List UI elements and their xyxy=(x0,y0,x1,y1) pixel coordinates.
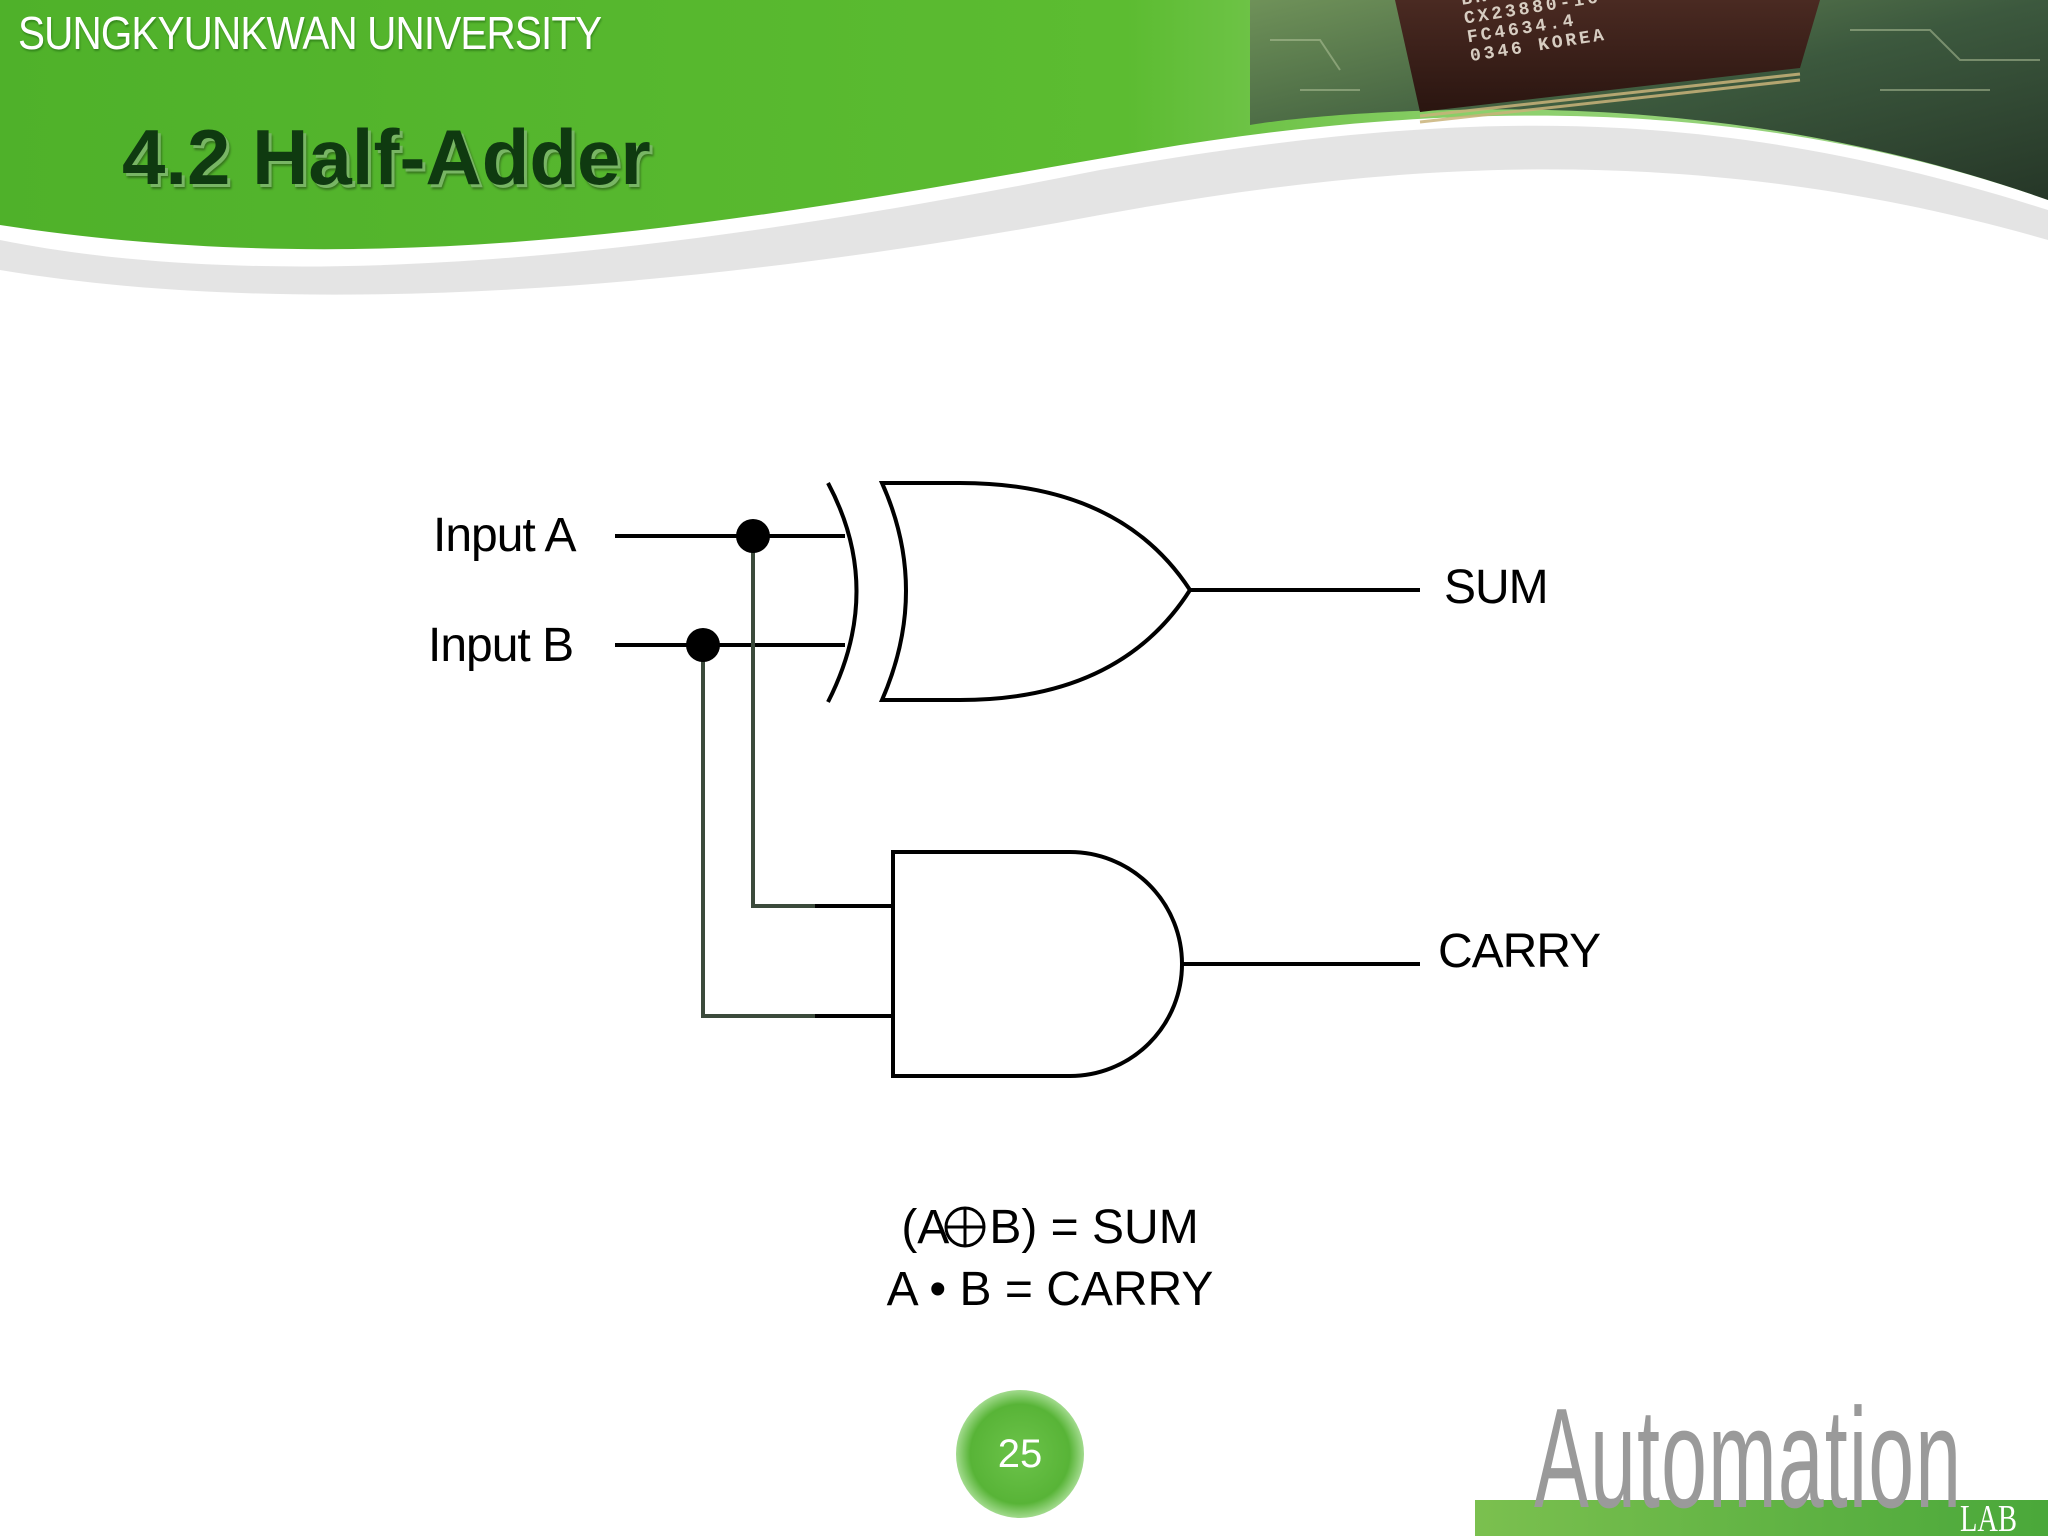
junction-a-dot xyxy=(736,519,770,553)
half-adder-circuit xyxy=(615,481,1420,1078)
sum-equation-right: B) = SUM xyxy=(989,1201,1199,1254)
university-name: SUNGKYUNKWAN UNIVERSITY xyxy=(18,7,602,59)
slide-title: 4.2 Half-Adder xyxy=(122,113,651,201)
header-background xyxy=(0,0,2048,295)
junction-b-dot xyxy=(686,628,720,662)
carry-equation: A • B = CARRY xyxy=(886,1263,1214,1316)
logo-bar xyxy=(1475,1500,2048,1536)
sum-equation-left: (A xyxy=(901,1201,950,1254)
branch-a-wire xyxy=(751,536,815,908)
page-number-badge: 25 xyxy=(956,1390,1084,1518)
input-b-label: Input B xyxy=(428,619,574,672)
xor-gate xyxy=(878,481,1193,702)
automation-logo-text: Automation xyxy=(1534,1379,1963,1536)
sum-equation: (A B) = SUM xyxy=(0,1200,2048,1255)
xor-back-curve xyxy=(826,482,859,703)
branch-b-wire xyxy=(701,645,815,1018)
and-gate xyxy=(891,850,1184,1078)
lab-logo-text: LAB xyxy=(1960,1498,2017,1536)
page-number: 25 xyxy=(997,1431,1043,1476)
input-a-label: Input A xyxy=(433,509,576,562)
xor-symbol-icon xyxy=(944,1206,986,1248)
sum-label: SUM xyxy=(1444,561,1549,614)
carry-label: CARRY xyxy=(1438,925,1601,978)
